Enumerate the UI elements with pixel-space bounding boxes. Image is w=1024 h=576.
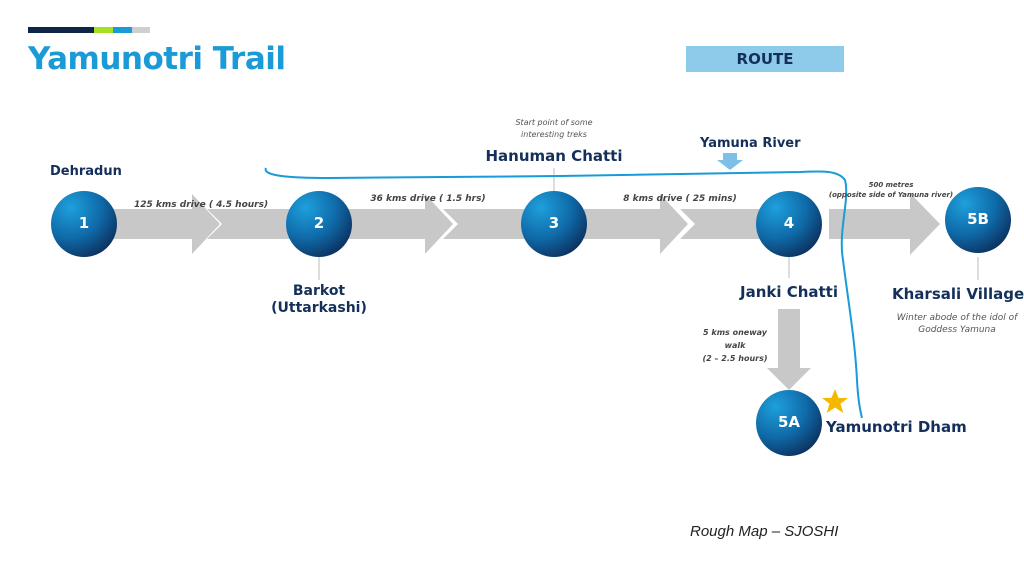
accent-bar-gray bbox=[132, 27, 150, 33]
leg-4-5b-label-line2: (opposite side of Yamuna river) bbox=[828, 191, 954, 199]
leg-arrow-2-3 bbox=[348, 194, 525, 254]
leg-arrow-4-5b bbox=[829, 193, 940, 255]
leg-4-5b-label-line1: 500 metres bbox=[868, 181, 914, 189]
node-3-number: 3 bbox=[548, 214, 560, 232]
accent-bar-blue bbox=[113, 27, 132, 33]
node-4-label: Janki Chatti bbox=[739, 283, 838, 301]
leg-4-5a-label-line1: 5 kms oneway bbox=[703, 328, 767, 337]
node-2-circle bbox=[286, 191, 352, 257]
node-3-note-line1: Start point of some bbox=[515, 118, 593, 127]
node-5b-note-line1: Winter abode of the idol of bbox=[896, 313, 1018, 323]
node-1-number: 1 bbox=[78, 214, 90, 232]
leg-2-3-label: 36 kms drive ( 1.5 hrs) bbox=[370, 194, 486, 204]
node-5b-label: Kharsali Village bbox=[892, 285, 1024, 303]
node-5a-label: Yamunotri Dham bbox=[826, 418, 967, 436]
river-pointer-arrow bbox=[717, 153, 743, 170]
star-icon bbox=[822, 389, 848, 413]
node-5b-number: 5B bbox=[967, 210, 989, 228]
node-5b-note-line2: Goddess Yamuna bbox=[918, 325, 996, 335]
node-2-number: 2 bbox=[313, 214, 325, 232]
node-3-note-line2: interesting treks bbox=[521, 130, 587, 139]
leg-4-5a-label-line3: (2 – 2.5 hours) bbox=[702, 354, 768, 363]
node-3-circle bbox=[521, 191, 587, 257]
node-2-label-line1: Barkot bbox=[292, 283, 346, 299]
page-title: Yamunotri Trail bbox=[28, 41, 286, 77]
route-label: ROUTE bbox=[686, 46, 844, 72]
leg-arrow-1-2 bbox=[112, 194, 290, 254]
node-5a-number: 5A bbox=[777, 413, 801, 431]
leg-arrow-3-4 bbox=[584, 194, 760, 254]
node-1-circle bbox=[51, 191, 117, 257]
river-label: Yamuna River bbox=[700, 136, 801, 151]
node-4-number: 4 bbox=[783, 214, 795, 232]
leg-arrow-4-5a bbox=[767, 309, 811, 390]
accent-bar-navy bbox=[28, 27, 94, 33]
leg-4-5a-label-line2: walk bbox=[724, 341, 746, 350]
yamuna-river-line bbox=[264, 167, 863, 419]
leg-1-2-label: 125 kms drive ( 4.5 hours) bbox=[134, 200, 269, 210]
leg-3-4-label: 8 kms drive ( 25 mins) bbox=[623, 194, 737, 204]
node-4-circle bbox=[756, 191, 822, 257]
node-5a-circle bbox=[756, 390, 822, 456]
accent-bar-green bbox=[94, 27, 113, 33]
node-3-label: Hanuman Chatti bbox=[485, 147, 623, 165]
footer-credit: Rough Map – SJOSHI bbox=[690, 523, 839, 540]
node-5b-circle bbox=[945, 187, 1011, 253]
node-2-label-line2: (Uttarkashi) bbox=[271, 300, 367, 316]
node-1-label: Dehradun bbox=[50, 164, 122, 179]
